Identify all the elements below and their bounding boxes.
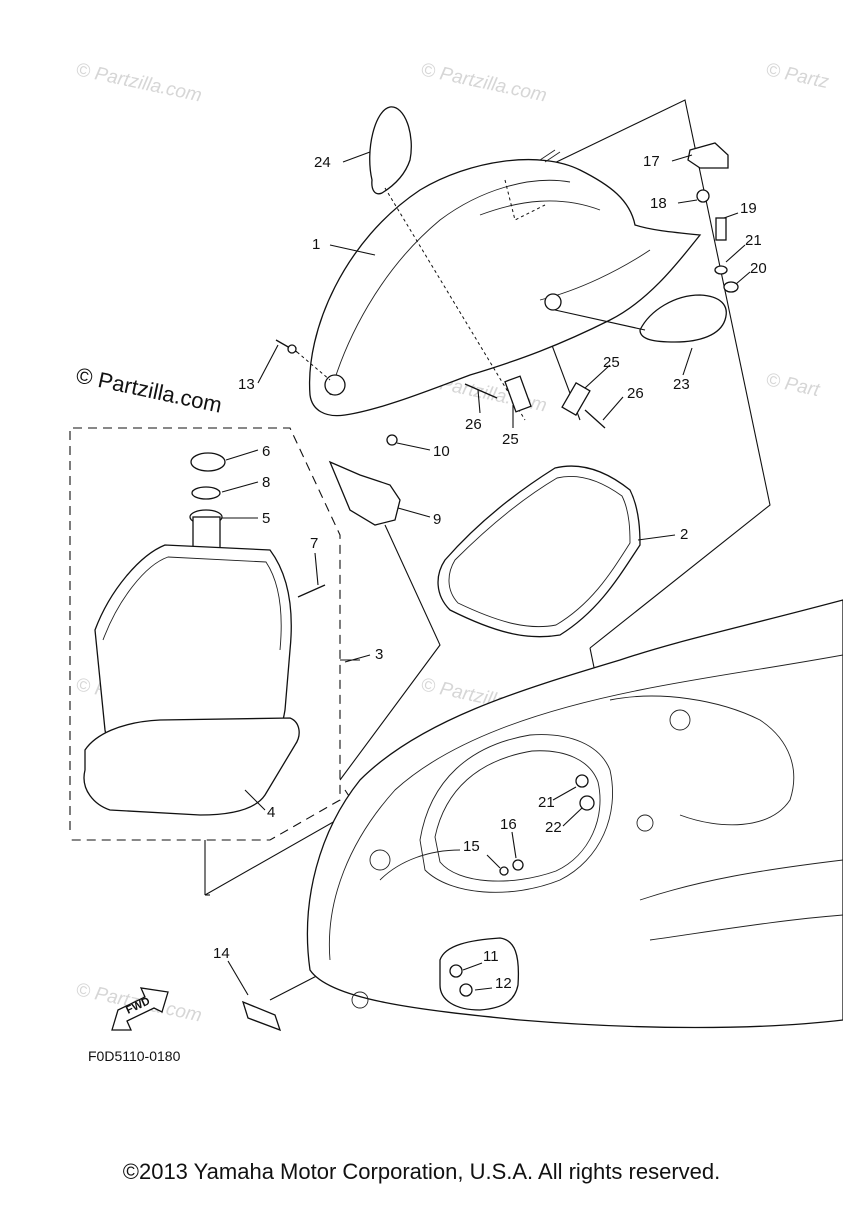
watermark: © Partzilla.com bbox=[74, 59, 204, 106]
part-label: 1 bbox=[312, 236, 320, 253]
part-label: 4 bbox=[267, 804, 275, 821]
leader-lines bbox=[221, 151, 751, 996]
pad-24 bbox=[369, 106, 412, 195]
part-label: 17 bbox=[643, 153, 660, 170]
part-label: 21 bbox=[538, 794, 555, 811]
watermark: © Part bbox=[764, 369, 822, 401]
part-label: 25 bbox=[603, 354, 620, 371]
part-label: 24 bbox=[314, 154, 331, 171]
pad-23 bbox=[639, 294, 727, 343]
part-label: 3 bbox=[375, 646, 383, 663]
part-label: 18 bbox=[650, 195, 667, 212]
hood-cover bbox=[308, 149, 702, 417]
part-label: 20 bbox=[750, 260, 767, 277]
brackets-25-26 bbox=[464, 375, 606, 429]
copyright-notice: ©2013 Yamaha Motor Corporation, U.S.A. A… bbox=[122, 1159, 721, 1184]
watermark: © Partz bbox=[764, 59, 831, 93]
watermark-large: © Partzilla.com bbox=[74, 362, 224, 417]
part-label: 16 bbox=[500, 816, 517, 833]
part-label: 15 bbox=[463, 838, 480, 855]
part-label: 26 bbox=[627, 385, 644, 402]
part-label: 5 bbox=[262, 510, 270, 527]
part-label: 6 bbox=[262, 443, 270, 460]
part-label: 19 bbox=[740, 200, 757, 217]
part-label: 9 bbox=[433, 511, 441, 528]
part-label: 26 bbox=[465, 416, 482, 433]
part-labels: 24 1 13 17 18 19 21 20 23 25 26 25 26 10… bbox=[213, 153, 767, 992]
figure-code: F0D5110-0180 bbox=[88, 1048, 181, 1064]
watermark: © Partzilla.com bbox=[419, 59, 549, 106]
hardware-upper-right bbox=[687, 142, 739, 293]
fastener-13 bbox=[275, 339, 298, 354]
part-label: 7 bbox=[310, 535, 318, 552]
part-label: 11 bbox=[483, 948, 499, 965]
part-label: 10 bbox=[433, 443, 450, 460]
part-14 bbox=[241, 1000, 282, 1032]
tank-parts bbox=[83, 452, 326, 816]
part-label: 23 bbox=[673, 376, 690, 393]
part-label: 14 bbox=[213, 945, 230, 962]
part-label: 8 bbox=[262, 474, 270, 491]
part-label: 22 bbox=[545, 819, 562, 836]
tank-assembly-box bbox=[69, 427, 360, 841]
part-label: 21 bbox=[745, 232, 762, 249]
latch-9-10 bbox=[328, 434, 401, 526]
part-label: 12 bbox=[495, 975, 512, 992]
part-label: 2 bbox=[680, 526, 688, 543]
part-label: 25 bbox=[502, 431, 519, 448]
gasket-2 bbox=[437, 465, 641, 638]
guide-lines bbox=[296, 187, 646, 421]
part-label: 13 bbox=[238, 376, 255, 393]
